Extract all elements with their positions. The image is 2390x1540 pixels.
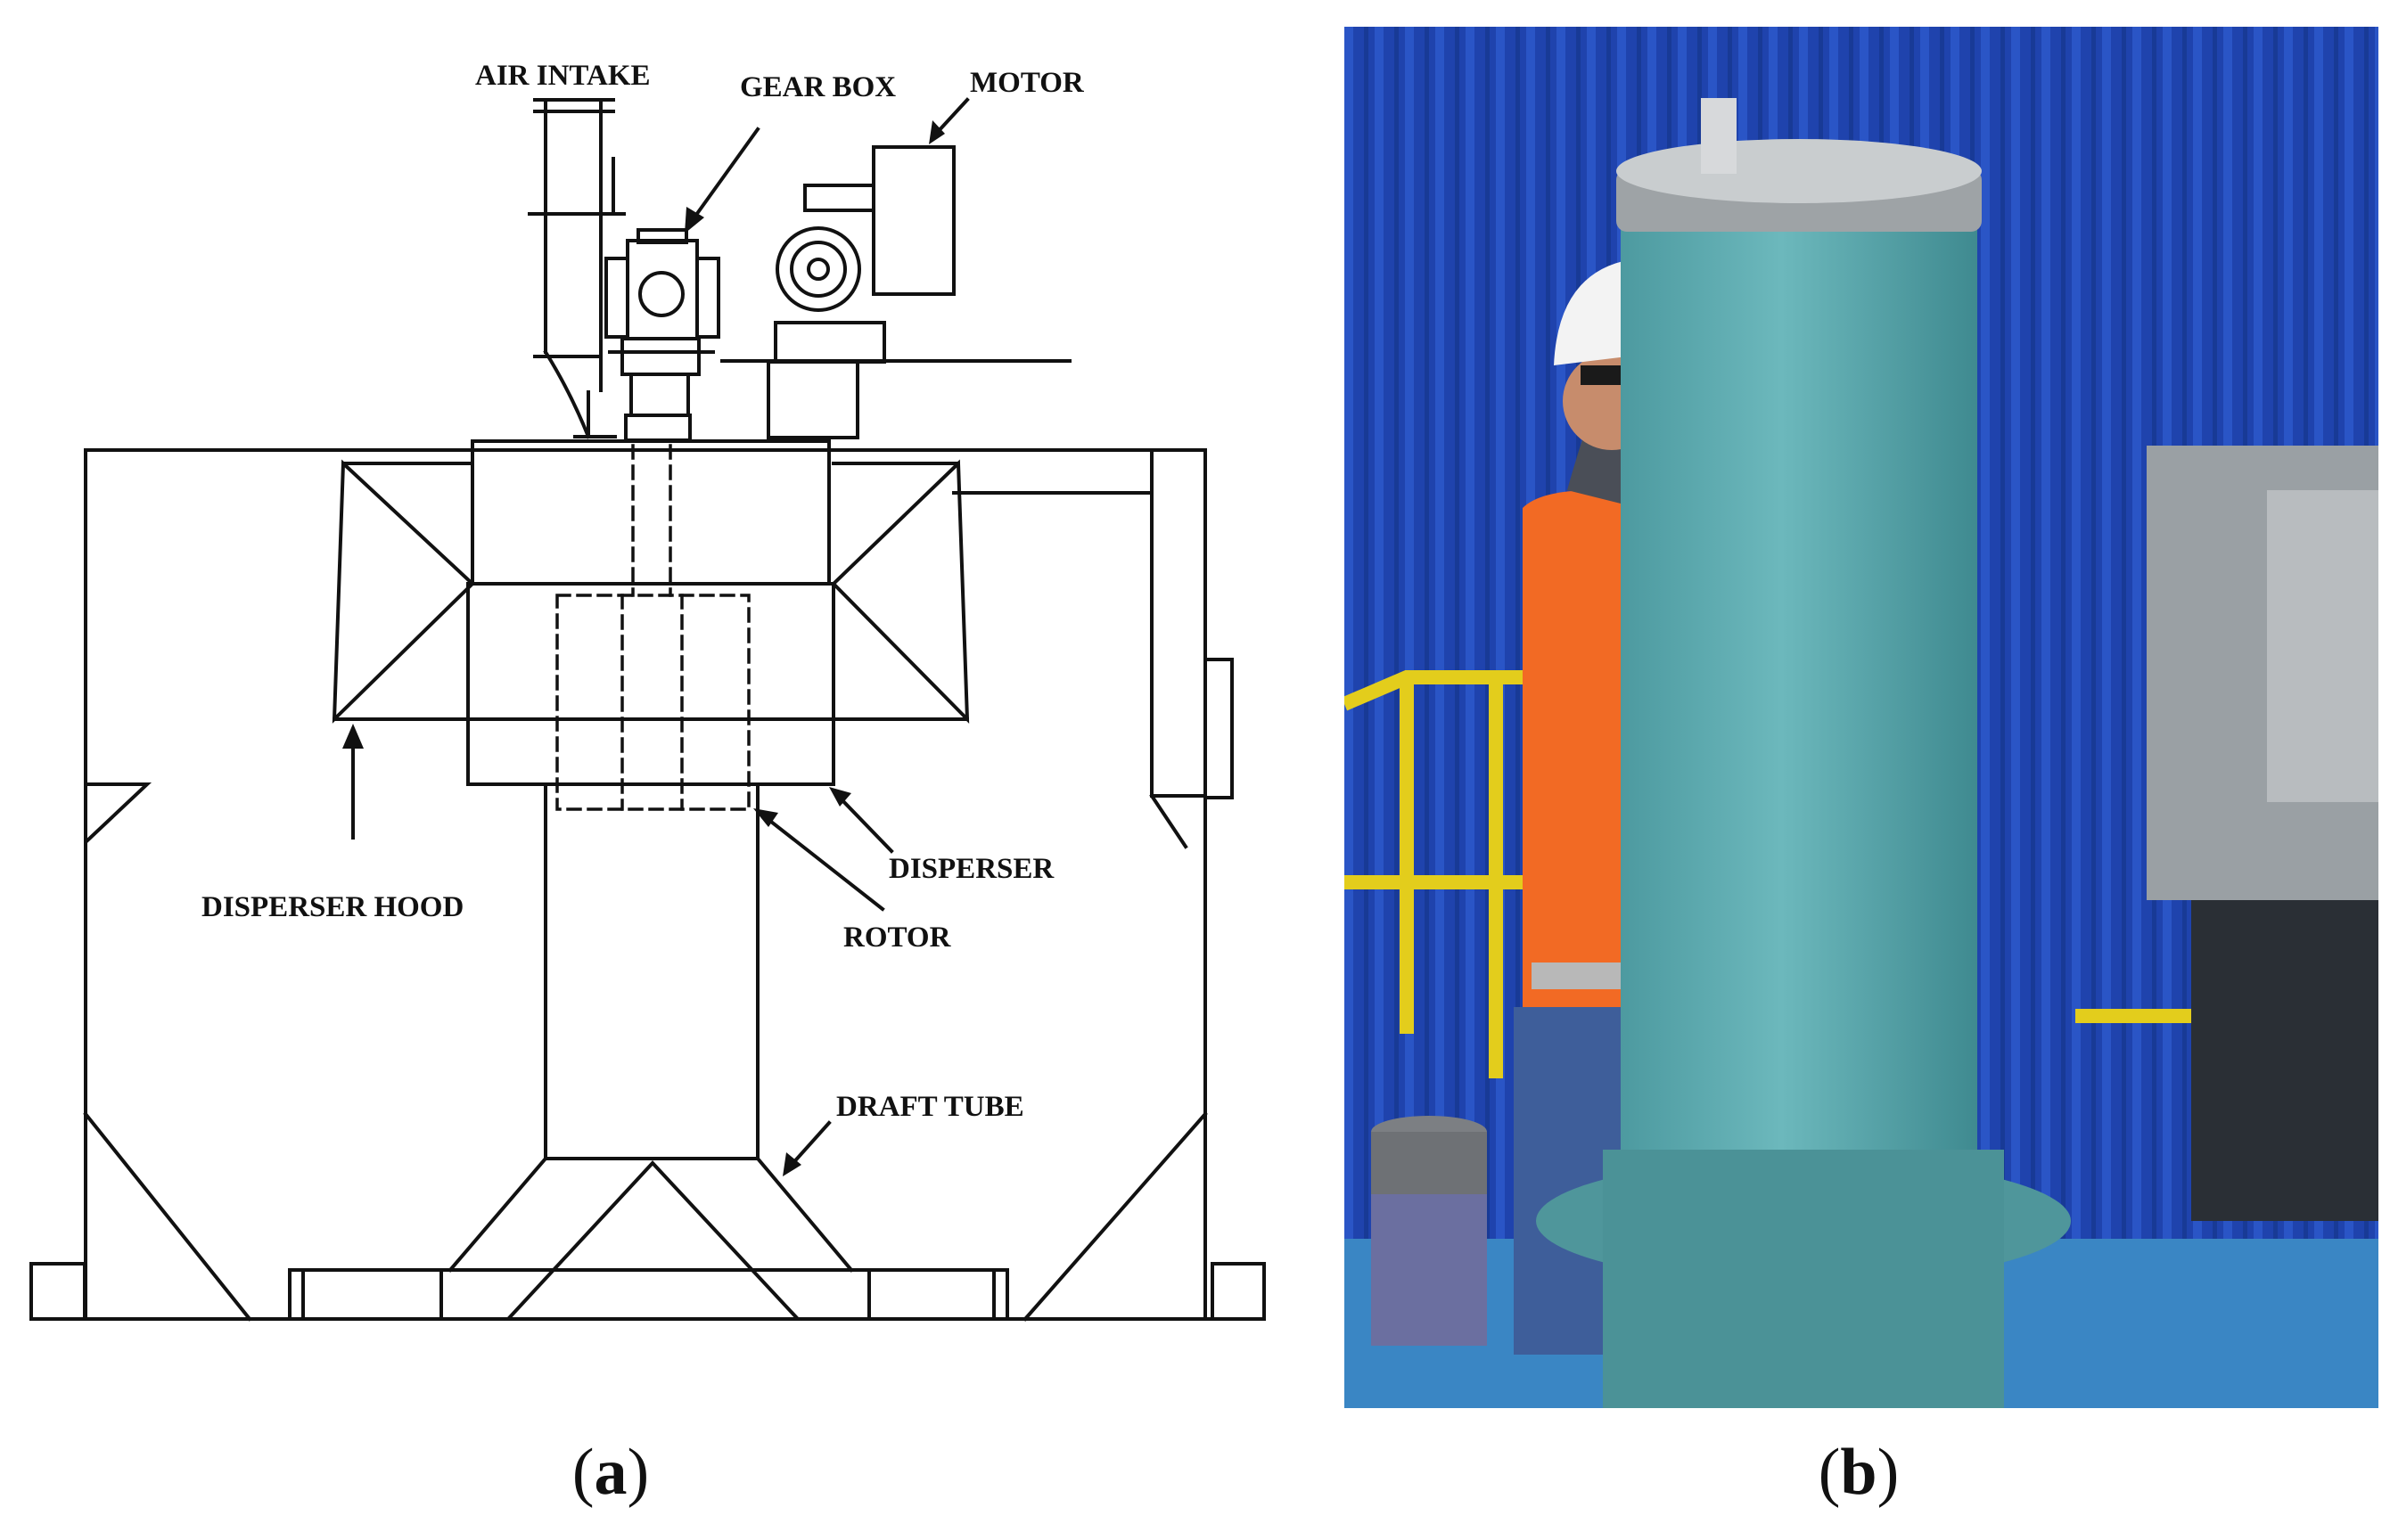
gray-container — [1371, 1116, 1487, 1346]
tank-outline — [29, 448, 1266, 1322]
field-photo — [1344, 27, 2378, 1408]
label-rotor: ROTOR — [843, 922, 952, 954]
air-intake-pipe — [528, 98, 626, 439]
draft-tube — [448, 782, 854, 1321]
arrowheads — [342, 120, 945, 1176]
label-gear-box: GEAR BOX — [740, 71, 896, 103]
label-air-intake: AIR INTAKE — [475, 60, 651, 92]
label-draft-tube: DRAFT TUBE — [836, 1091, 1024, 1123]
caption-a: (a) — [571, 1436, 650, 1509]
label-arrows — [351, 97, 970, 1168]
caption-b: (b) — [1818, 1436, 1900, 1509]
gear-box — [604, 228, 720, 442]
disperser-assembly — [466, 439, 835, 811]
motor — [720, 145, 1072, 439]
flotation-cell-schematic: AIR INTAKE GEAR BOX MOTOR DISPERSER DISP… — [29, 60, 1266, 1322]
electrical-boxes — [2147, 446, 2378, 1221]
label-disperser: DISPERSER — [889, 853, 1055, 885]
disperser-hood — [332, 459, 970, 725]
label-disperser-hood: DISPERSER HOOD — [201, 891, 464, 923]
teal-column — [1536, 98, 2071, 1408]
label-motor: MOTOR — [970, 67, 1085, 99]
